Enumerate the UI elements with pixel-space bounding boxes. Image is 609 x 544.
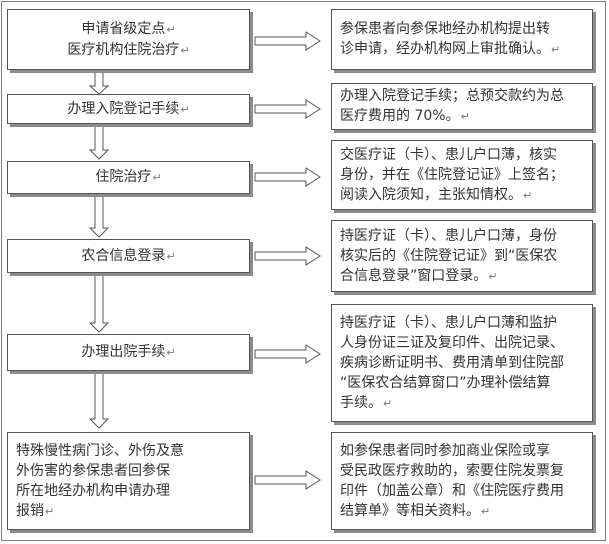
arrow-down-4	[88, 274, 110, 333]
step-5-right-box: 持医疗证（卡）、患儿户口薄和监护 人身份证三证及复印件、出院记录、 疾病诊断证明…	[331, 304, 593, 422]
step-1-left-line-1: 申请省级定点↵	[81, 20, 176, 37]
step-6-right-box: 如参保患者同时参加商业保险或享 受民政医疗救助的，索要住院发票复 印件（加盖公章…	[331, 432, 593, 530]
vertical-arrows	[88, 71, 110, 429]
step-2-right-line-2: 医疗费用的 70%。↵	[340, 108, 470, 124]
arrow-down-5	[88, 372, 110, 429]
arrow-down-1	[88, 71, 110, 95]
arrow-down-3	[88, 195, 110, 238]
step-3-right-line-2: 身份，并在《住院登记证》上签名；	[340, 166, 564, 183]
step-5-right-line-5: 手续。↵	[340, 394, 393, 411]
step-4-left-line-1: 农合信息登录↵	[81, 247, 176, 264]
arrow-right-4	[254, 246, 321, 266]
step-5-right-line-2: 人身份证三证及复印件、出院记录、	[340, 334, 564, 351]
step-5-left-line-1: 办理出院手续↵	[81, 344, 176, 360]
step-1-right-box: 参保患者向参保地经办机构提出转 诊申请，经办机构网上审批确认。↵	[331, 9, 593, 70]
step-6-left-box: 特殊慢性病门诊、外伤及意 外伤害的参保患者回参保 所在地经办机构申请办理 报销↵	[7, 432, 250, 530]
step-3-right-line-3: 阅读入院须知，主张知情权。↵	[340, 186, 533, 203]
step-2-right-box: 办理入院登记手续；总预交款约为总 医疗费用的 70%。↵	[331, 83, 593, 130]
step-5-right-line-3: 疾病诊断证明书、费用清单到住院部	[340, 354, 564, 371]
step-6-left-line-4: 报销↵	[16, 502, 55, 519]
step-3-left-box: 住院治疗↵	[7, 161, 250, 194]
step-6-right-line-4: 结算单》等相关资料。↵	[340, 502, 491, 519]
step-6-right-line-2: 受民政医疗救助的，索要住院发票复	[340, 462, 564, 479]
step-4-left-box: 农合信息登录↵	[7, 239, 250, 273]
step-5-right-line-1: 持医疗证（卡）、患儿户口薄和监护	[340, 314, 557, 331]
step-6-left-line-3: 所在地经办机构申请办理	[16, 482, 170, 499]
step-6-left-line-2: 外伤害的参保患者回参保	[16, 462, 170, 479]
step-3-right-line-1: 交医疗证（卡）、患儿户口薄，核实	[340, 146, 557, 163]
step-6-right-line-1: 如参保患者同时参加商业保险或享	[340, 442, 550, 459]
step-1-right-line-1: 参保患者向参保地经办机构提出转	[340, 21, 550, 37]
step-6-right-line-3: 印件（加盖公章）和《住院医疗费用	[340, 482, 564, 499]
step-4-right-line-3: 合信息登录”窗口登录。↵	[340, 267, 498, 284]
step-4-right-line-1: 持医疗证（卡）、患儿户口薄，身份	[340, 227, 557, 244]
step-1-right-line-2: 诊申请，经办机构网上审批确认。↵	[340, 41, 561, 57]
arrow-right-5	[254, 344, 321, 364]
arrow-right-6	[254, 470, 321, 490]
step-4-right-line-2: 核实后的《住院登记证》到“医保农	[340, 247, 558, 264]
arrow-down-2	[88, 125, 110, 160]
step-3-right-box: 交医疗证（卡）、患儿户口薄，核实 身份，并在《住院登记证》上签名； 阅读入院须知…	[331, 140, 593, 210]
step-6-left-line-1: 特殊慢性病门诊、外伤及意	[16, 442, 184, 459]
step-2-left-box: 办理入院登记手续↵	[7, 94, 250, 124]
step-1-left-box: 申请省级定点↵ 医疗机构住院治疗↵	[7, 9, 250, 70]
arrow-right-1	[254, 31, 321, 51]
arrow-right-2	[254, 99, 321, 119]
arrow-right-3	[254, 167, 321, 187]
step-2-right-line-1: 办理入院登记手续；总预交款约为总	[340, 88, 564, 104]
step-3-left-line-1: 住院治疗↵	[95, 169, 162, 185]
step-5-right-line-4: “医保农合结算窗口”办理补偿结算	[340, 374, 551, 391]
step-2-left-line-1: 办理入院登记手续↵	[67, 100, 190, 117]
step-4-right-box: 持医疗证（卡）、患儿户口薄，身份 核实后的《住院登记证》到“医保农 合信息登录”…	[331, 220, 593, 292]
horizontal-arrows	[254, 31, 321, 490]
step-5-left-box: 办理出院手续↵	[7, 334, 250, 371]
step-1-left-line-2: 医疗机构住院治疗↵	[67, 41, 190, 58]
